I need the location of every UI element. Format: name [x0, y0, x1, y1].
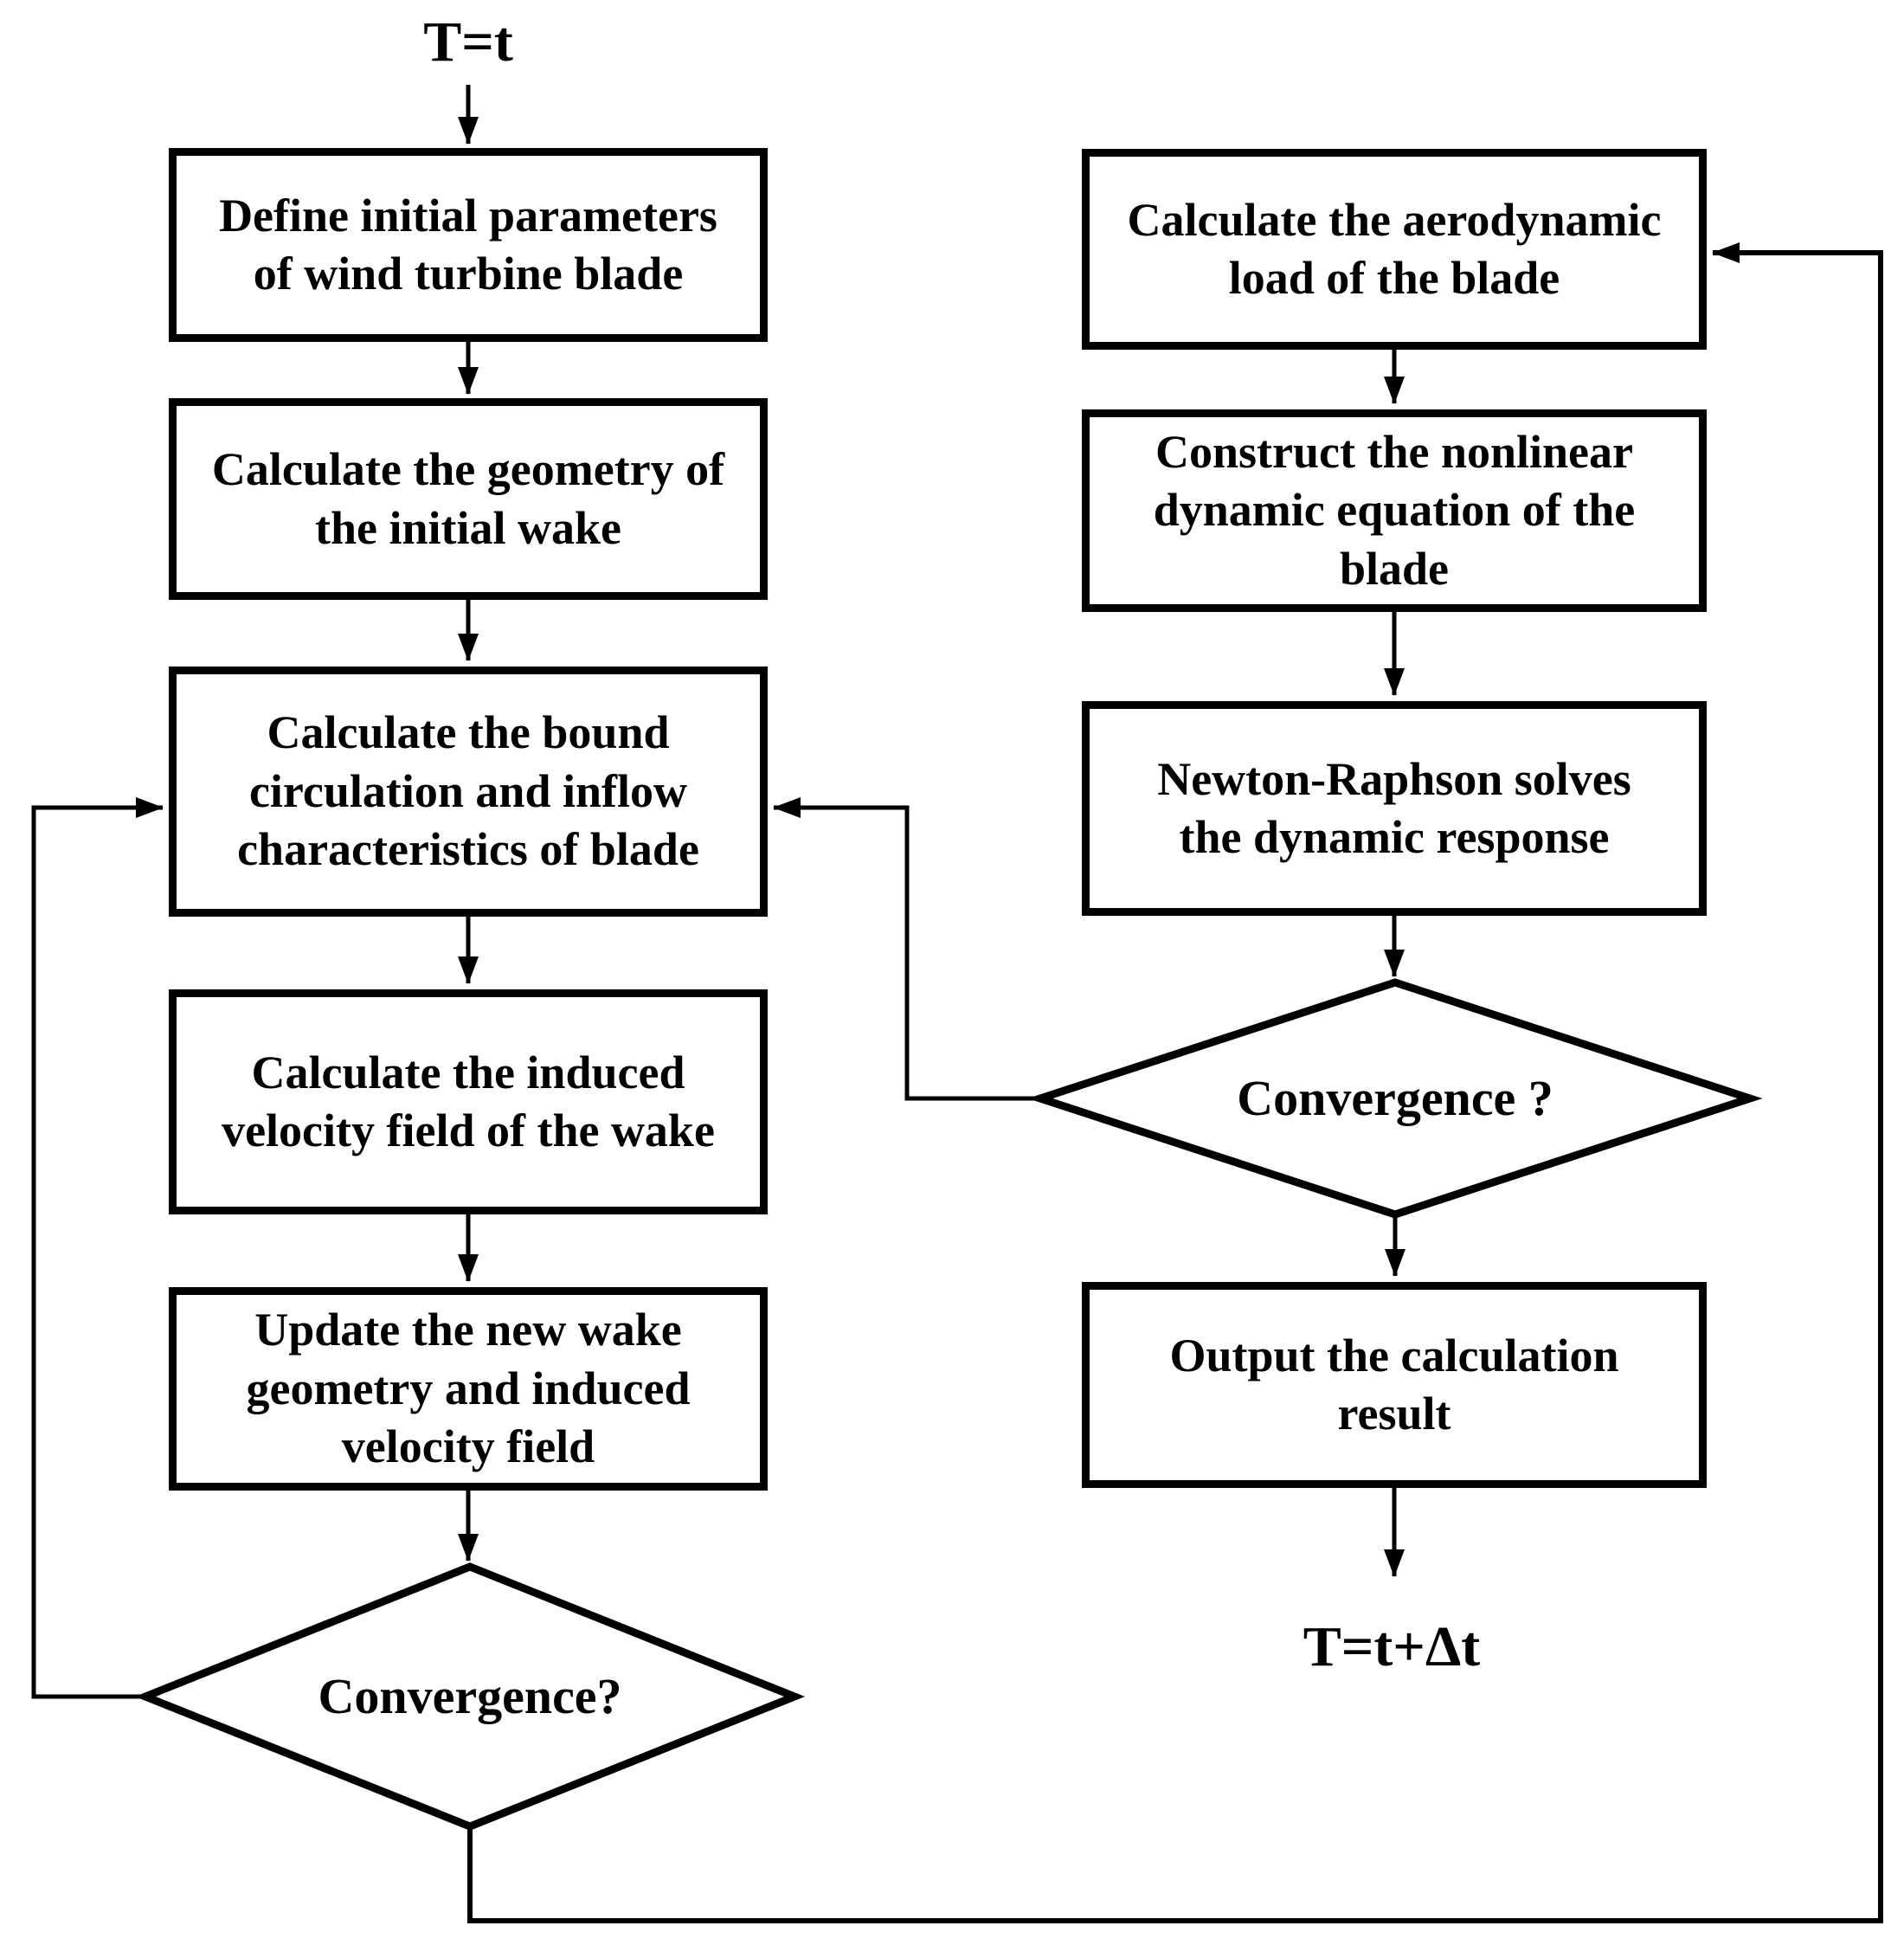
- node-construct-dynamic-eq-text: Construct the nonlinear dynamic equation…: [1153, 425, 1636, 595]
- edge-convergence-wake-to-aero-load: [467, 242, 1883, 1923]
- node-define-params: Define initial parameters of wind turbin…: [169, 148, 768, 342]
- node-update-wake-text: Update the new wake geometry and induced…: [246, 1304, 691, 1473]
- node-define-params-text: Define initial parameters of wind turbin…: [219, 189, 717, 300]
- node-output-result-text: Output the calculation result: [1169, 1329, 1619, 1440]
- node-convergence-dynamic-text: Convergence ?: [1237, 1069, 1553, 1126]
- decision-convergence-wake-shape: [134, 1562, 806, 1831]
- node-calc-wake-geometry-text: Calculate the geometry of the initial wa…: [211, 443, 725, 554]
- end-time-label-wrap: T=t+Δt: [1219, 1607, 1565, 1688]
- node-convergence-dynamic: Convergence ?: [1040, 982, 1750, 1214]
- node-calc-bound-circulation: Calculate the bound circulation and infl…: [169, 667, 768, 917]
- node-calc-induced-velocity: Calculate the induced velocity field of …: [169, 989, 768, 1214]
- node-calc-aero-load-text: Calculate the aerodynamic load of the bl…: [1127, 193, 1662, 305]
- node-output-result: Output the calculation result: [1082, 1282, 1707, 1488]
- start-time-label: T=t: [423, 10, 513, 74]
- node-newton-raphson: Newton-Raphson solves the dynamic respon…: [1082, 701, 1707, 916]
- node-convergence-wake: Convergence?: [145, 1567, 794, 1826]
- node-calc-aero-load: Calculate the aerodynamic load of the bl…: [1082, 149, 1707, 350]
- decision-convergence-dynamic-shape: [1027, 978, 1763, 1219]
- node-calc-wake-geometry: Calculate the geometry of the initial wa…: [169, 398, 768, 600]
- node-construct-dynamic-eq: Construct the nonlinear dynamic equation…: [1082, 409, 1707, 612]
- node-convergence-wake-text: Convergence?: [318, 1667, 622, 1724]
- node-calc-induced-velocity-text: Calculate the induced velocity field of …: [222, 1046, 715, 1157]
- node-newton-raphson-text: Newton-Raphson solves the dynamic respon…: [1157, 752, 1631, 864]
- start-time-label-wrap: T=t: [295, 5, 641, 80]
- node-calc-bound-circulation-text: Calculate the bound circulation and infl…: [237, 706, 699, 876]
- node-update-wake: Update the new wake geometry and induced…: [169, 1287, 768, 1491]
- end-time-label: T=t+Δt: [1303, 1614, 1481, 1678]
- edge-convergence-dynamic-loop-to-circulation: [773, 797, 1040, 1101]
- edge-convergence-wake-loop-to-circulation: [31, 797, 164, 1699]
